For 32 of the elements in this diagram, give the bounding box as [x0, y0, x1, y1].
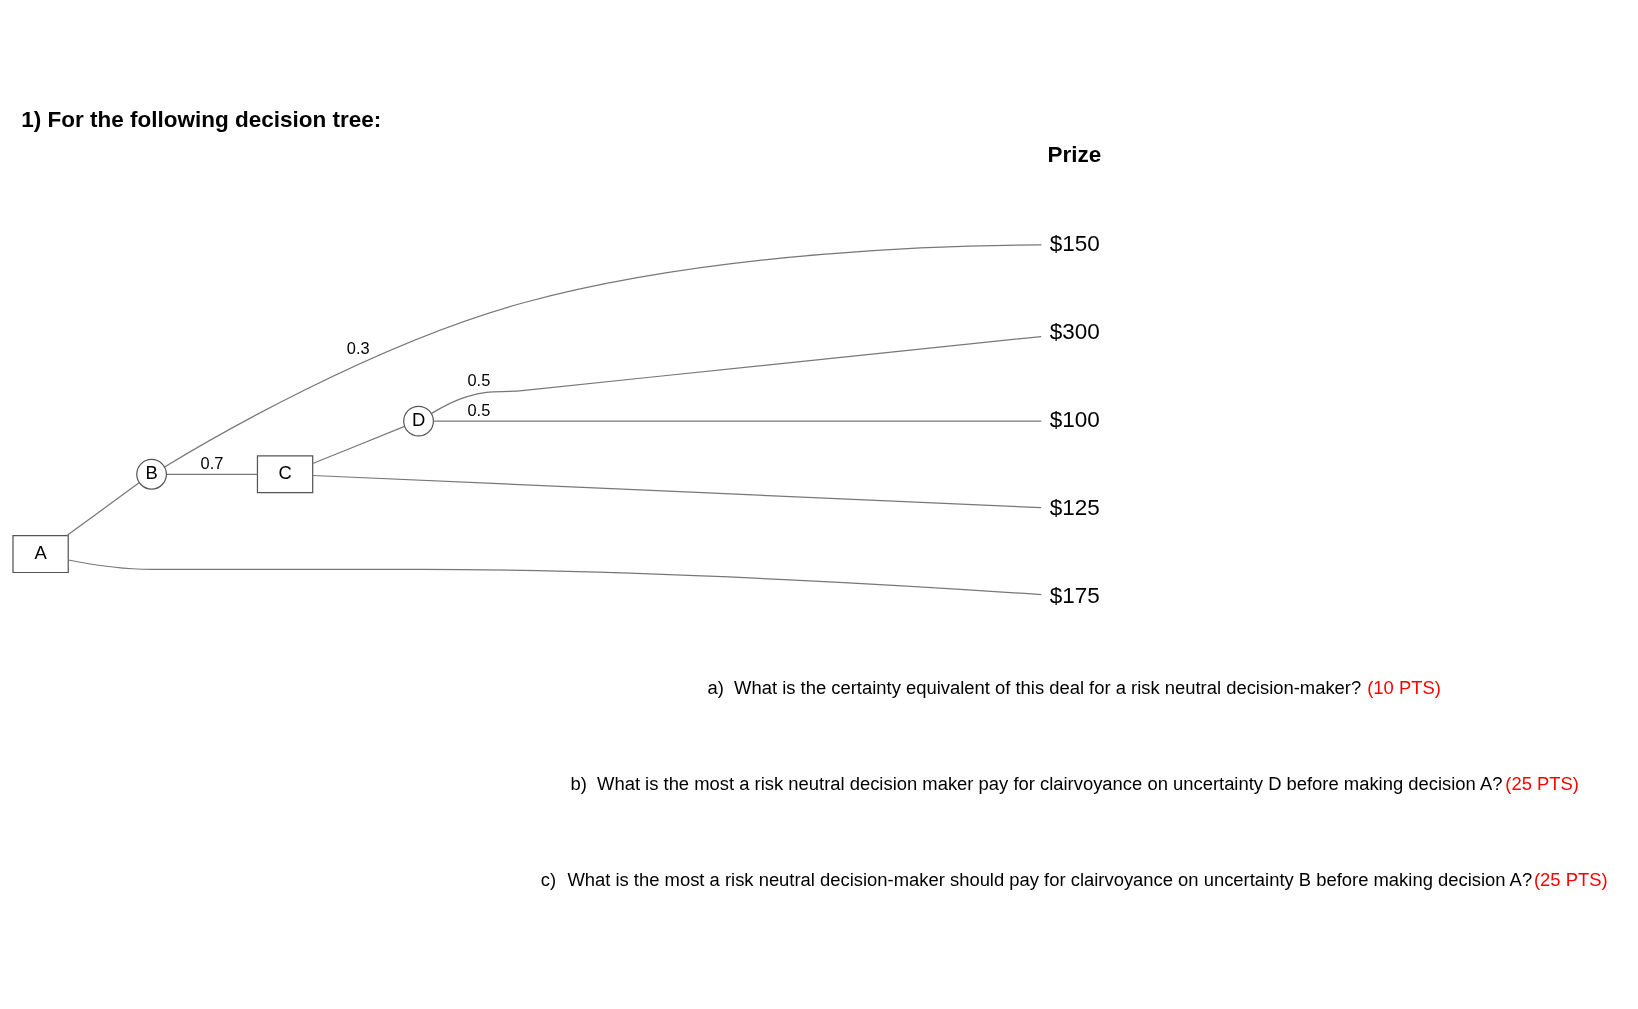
connector — [430, 335, 1042, 414]
connector — [312, 474, 1042, 508]
label: (25 PTS) — [1533, 868, 1608, 890]
node-text: $175 — [1049, 582, 1100, 608]
label: (25 PTS) — [1505, 772, 1579, 794]
node-text: $100 — [1049, 406, 1100, 432]
connector — [312, 425, 406, 464]
node-circle: B — [136, 458, 168, 490]
node-text: $150 — [1049, 230, 1100, 256]
label: What is the most a risk neutral decision maker pay for clairvoyance on uncertainty D before making decision A? — [597, 772, 1503, 794]
diagram-title: 1) For the following decision tree: — [21, 106, 382, 132]
edge-label: 0.7 — [200, 453, 224, 472]
label: c) — [540, 868, 557, 890]
label: b) — [570, 772, 587, 794]
node-text: $300 — [1049, 318, 1100, 344]
connector — [432, 420, 1042, 422]
node-text: $125 — [1049, 494, 1100, 520]
node-box: C — [256, 454, 314, 493]
connector — [163, 243, 1043, 468]
connector — [66, 481, 140, 536]
edge-label: 0.5 — [467, 400, 491, 419]
node-circle: D — [403, 405, 434, 437]
label: Prize — [1047, 141, 1102, 167]
edge-label: 0.5 — [467, 370, 491, 389]
node-box: A — [12, 534, 69, 573]
connector — [67, 558, 1042, 595]
label: a) — [707, 676, 724, 698]
label: (10 PTS) — [1367, 676, 1441, 698]
label: What is the most a risk neutral decision-maker should pay for clairvoyance on uncertainty B before making decision A? — [567, 868, 1533, 890]
label: What is the certainty equivalent of this deal for a risk neutral decision-maker? — [734, 676, 1362, 698]
connector — [166, 473, 258, 475]
edge-label: 0.3 — [346, 338, 370, 357]
